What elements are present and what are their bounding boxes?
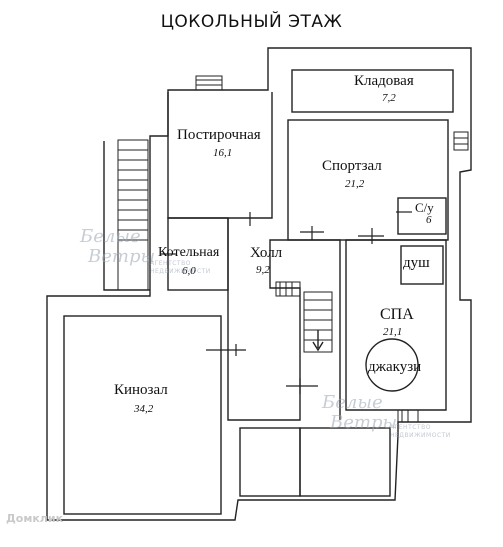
wc-room	[397, 197, 447, 235]
room-area-boiler: 6,0	[182, 265, 196, 277]
room-name-gym: Спортзал	[322, 158, 382, 174]
room-name-cinema: Кинозал	[114, 382, 168, 398]
watermark-brand-top-2: Ветры	[88, 246, 156, 267]
stairs-left	[117, 139, 149, 291]
watermark-sub-bottom-1: АГЕНТСТВО	[390, 424, 431, 431]
inner-wall-outline	[103, 141, 150, 291]
room-area-wc: 6	[426, 214, 432, 226]
room-area-hall: 9,2	[256, 264, 270, 276]
room-name-jacuzzi: джакузи	[368, 359, 422, 375]
watermark-brand-bottom-2: Ветры	[330, 412, 398, 433]
room-area-gym: 21,2	[345, 178, 365, 190]
stairs-right	[397, 131, 469, 423]
room-name-hall: Холл	[250, 245, 283, 261]
room-area-spa: 21,1	[383, 326, 403, 338]
utility-room-right	[299, 427, 391, 497]
room-name-wc: С/у	[415, 200, 434, 215]
watermark-sub-top-2: НЕДВИЖИМОСТИ	[150, 268, 211, 275]
watermark-brand-top-1: Белые	[80, 226, 141, 247]
door-marks	[160, 211, 412, 394]
jacuzzi-tub	[365, 338, 419, 392]
hall-walls	[227, 218, 341, 421]
room-name-storage: Кладовая	[354, 73, 414, 89]
watermark-sub-top-1: АГЕНТСТВО	[150, 260, 191, 267]
stairs-top	[195, 75, 223, 91]
watermark-sub-bottom-2: НЕДВИЖИМОСТИ	[390, 432, 451, 439]
room-name-spa: СПА	[380, 306, 414, 323]
room-area-cinema: 34,2	[134, 403, 154, 415]
room-area-laundry: 16,1	[213, 147, 233, 159]
gym-room	[287, 119, 449, 241]
room-area-storage: 7,2	[382, 92, 396, 104]
spa-walls	[345, 239, 447, 411]
stairs-hall	[275, 281, 333, 353]
outer-wall	[46, 47, 472, 521]
watermark-brand-bottom-1: Белые	[322, 392, 383, 413]
cinema-room	[63, 315, 222, 515]
room-name-boiler: Котельная	[158, 245, 220, 260]
plan-title: ЦОКОЛЬНЫЙ ЭТАЖ	[160, 12, 343, 32]
shower-room	[400, 245, 444, 285]
storage-room	[291, 69, 454, 113]
room-name-laundry: Постирочная	[177, 127, 261, 143]
room-name-shower: душ	[403, 255, 430, 271]
source-watermark: Домклик	[6, 512, 64, 525]
utility-room-left	[239, 427, 301, 497]
